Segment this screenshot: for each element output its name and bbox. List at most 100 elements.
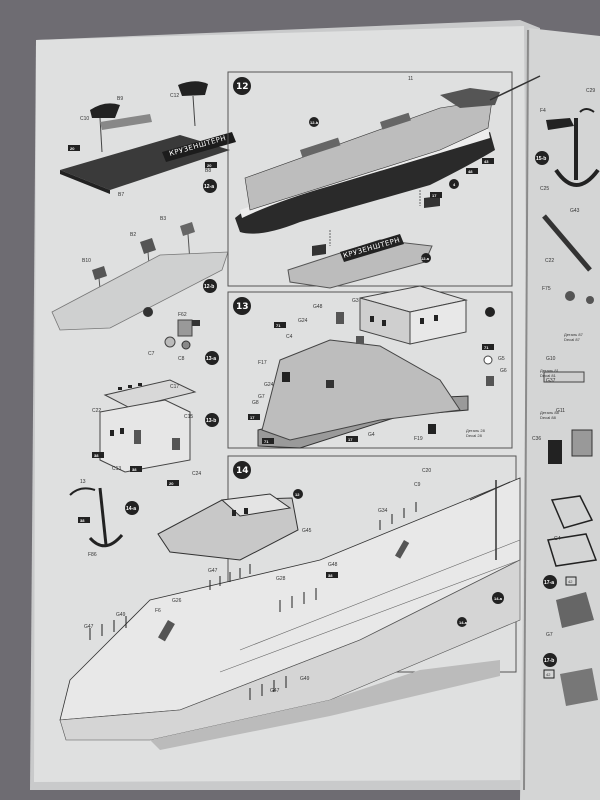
svg-text:14: 14	[236, 466, 249, 476]
svg-text:71: 71	[276, 323, 281, 328]
svg-text:G49: G49	[116, 612, 126, 618]
svg-text:C7: C7	[148, 351, 155, 357]
svg-text:G4: G4	[368, 432, 375, 438]
svg-text:G47: G47	[84, 624, 94, 630]
svg-text:G11: G11	[556, 408, 565, 414]
svg-text:F17: F17	[258, 360, 267, 366]
svg-text:13-a: 13-a	[206, 356, 216, 362]
svg-text:G47: G47	[208, 568, 218, 574]
svg-text:G7: G7	[258, 394, 265, 400]
step-number-badge	[233, 297, 251, 315]
svg-text:G28: G28	[276, 576, 286, 582]
svg-text:13: 13	[80, 479, 86, 485]
substep-badge-14a	[125, 501, 139, 515]
substep-badge-13b	[205, 413, 219, 427]
svg-text:Деталь 28: Деталь 28	[466, 428, 486, 433]
svg-text:C36: C36	[532, 436, 541, 442]
svg-text:42: 42	[568, 579, 573, 584]
subassembly-13a: F62 C7 C8 13-a	[148, 312, 219, 365]
step-14-panel: 14 C20 C9 G34 G45 G26 G28 G47 G47 G49 G4	[59, 455, 521, 750]
svg-text:C9: C9	[414, 482, 421, 488]
svg-text:48: 48	[468, 169, 473, 174]
substep-badge-12b	[203, 279, 217, 293]
svg-text:C4: C4	[286, 334, 293, 340]
svg-text:G48: G48	[313, 304, 323, 310]
svg-text:12-b: 12-b	[310, 120, 319, 125]
svg-text:Decal 88: Decal 88	[540, 415, 557, 420]
svg-text:B9: B9	[117, 96, 123, 102]
svg-text:20: 20	[70, 146, 75, 151]
svg-text:4: 4	[453, 182, 456, 187]
svg-text:12: 12	[295, 492, 300, 497]
svg-text:F75: F75	[542, 286, 551, 292]
svg-text:G5: G5	[498, 356, 505, 362]
svg-text:B2: B2	[130, 232, 136, 238]
svg-text:B10: B10	[82, 258, 91, 264]
svg-text:43: 43	[484, 159, 489, 164]
svg-text:B3: B3	[160, 216, 166, 222]
svg-text:38: 38	[80, 518, 85, 523]
svg-text:42: 42	[546, 672, 551, 677]
svg-text:Деталь 87: Деталь 87	[564, 332, 584, 337]
svg-text:Decal 28: Decal 28	[466, 433, 483, 438]
svg-text:C8: C8	[178, 356, 185, 362]
svg-text:G24: G24	[298, 318, 308, 324]
ship-hull	[235, 132, 495, 234]
svg-text:G49: G49	[300, 676, 310, 682]
svg-text:F19: F19	[414, 436, 423, 442]
svg-text:12-a: 12-a	[204, 184, 214, 190]
step-number-badge	[233, 461, 251, 479]
substep-badge-13a	[205, 351, 219, 365]
svg-text:17: 17	[432, 193, 437, 198]
svg-text:G6: G6	[500, 368, 507, 374]
svg-text:12-a: 12-a	[421, 256, 430, 261]
svg-text:15-b: 15-b	[536, 156, 546, 162]
svg-text:G8: G8	[252, 400, 259, 406]
svg-text:F86: F86	[88, 552, 97, 558]
svg-text:14-a: 14-a	[126, 506, 136, 512]
svg-text:F62: F62	[178, 312, 187, 318]
svg-text:17: 17	[250, 415, 255, 420]
svg-text:B7: B7	[118, 192, 124, 198]
svg-text:C25: C25	[540, 186, 549, 192]
svg-text:G34: G34	[378, 508, 388, 514]
svg-text:C12: C12	[170, 93, 179, 99]
svg-text:71: 71	[484, 345, 489, 350]
substep-badge-12a	[203, 179, 217, 193]
svg-text:C22: C22	[545, 258, 554, 264]
svg-text:38: 38	[94, 453, 99, 458]
svg-text:38: 38	[328, 573, 333, 578]
svg-text:C29: C29	[586, 88, 595, 94]
svg-text:B6: B6	[146, 310, 152, 316]
svg-text:38: 38	[132, 467, 137, 472]
svg-text:14-a: 14-a	[494, 596, 503, 601]
svg-text:71: 71	[264, 439, 269, 444]
svg-text:C13: C13	[112, 466, 121, 472]
svg-text:17-b: 17-b	[544, 658, 554, 664]
svg-text:12: 12	[236, 82, 249, 92]
svg-text:C20: C20	[422, 468, 431, 474]
step-13-panel: 13 G24 G3 G48 C4 F17 G24 G7 G8 G5 G6 G4 …	[227, 285, 513, 449]
svg-text:C10: C10	[80, 116, 89, 122]
svg-text:G47: G47	[270, 688, 280, 694]
svg-text:20: 20	[207, 163, 212, 168]
svg-text:G24: G24	[264, 382, 274, 388]
svg-text:G37: G37	[546, 378, 556, 384]
svg-text:G43: G43	[570, 208, 580, 214]
svg-text:17-a: 17-a	[544, 580, 554, 586]
svg-text:11: 11	[408, 76, 413, 82]
svg-text:B8: B8	[205, 168, 211, 174]
svg-text:13-b: 13-b	[206, 418, 216, 424]
svg-text:C24: C24	[192, 471, 201, 477]
svg-text:C17: C17	[170, 384, 179, 390]
subassembly-13b: C17 C22 C13 C15 C24 38 38 20 13-b	[92, 379, 219, 486]
svg-text:14-a: 14-a	[459, 620, 468, 625]
subassembly-14a: 13 F86 38 14-a	[69, 479, 139, 558]
svg-text:G4: G4	[554, 536, 561, 542]
svg-text:Decal 87: Decal 87	[564, 337, 581, 342]
svg-text:G3: G3	[352, 298, 359, 304]
svg-text:G45: G45	[302, 528, 312, 534]
svg-text:G7: G7	[546, 632, 553, 638]
step-12-panel: 12 КРУЗЕНШТЕРН 11 12-b 4 12-a 43 48 17	[227, 71, 541, 289]
